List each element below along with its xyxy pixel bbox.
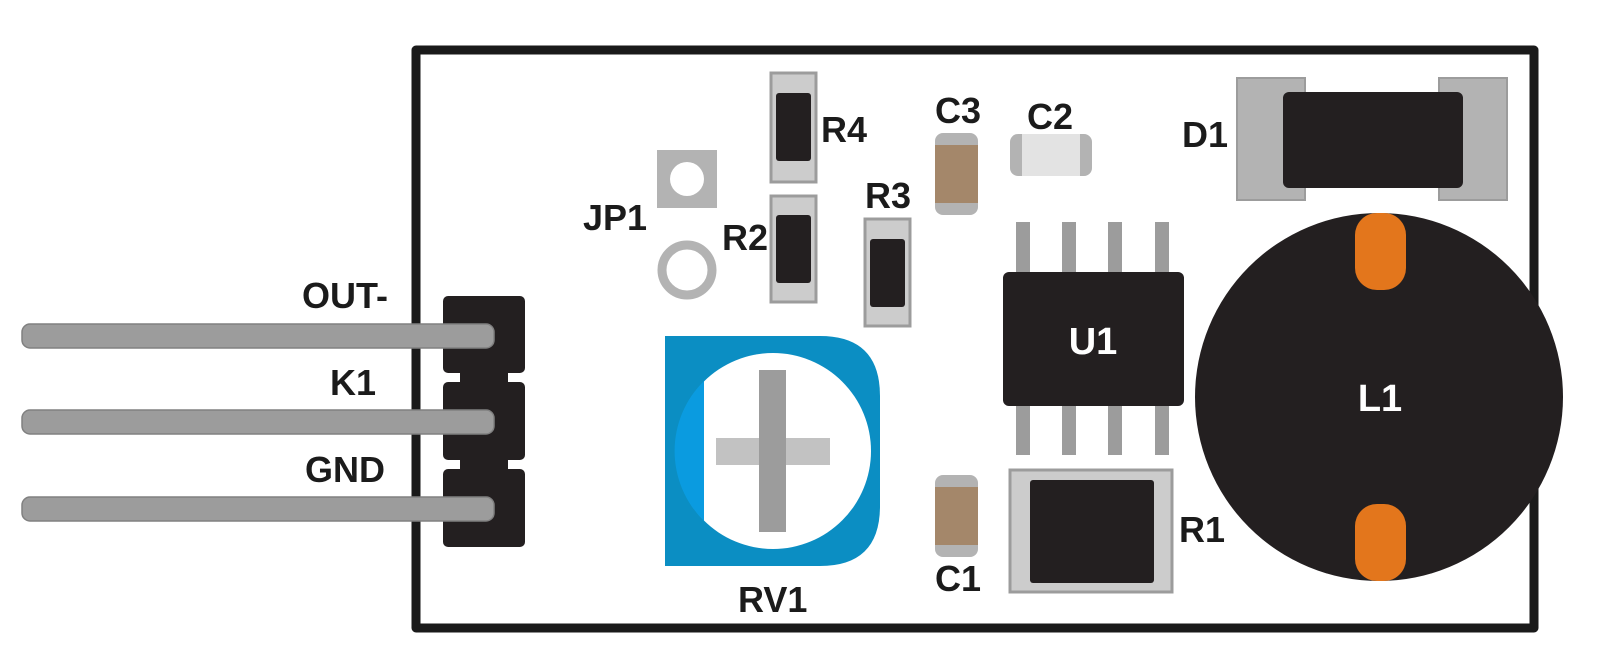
capacitor-c1: C1	[935, 475, 981, 599]
diode-d1: D1	[1182, 77, 1508, 201]
capacitor-c2: C2	[1010, 96, 1092, 176]
label-u1: U1	[1069, 321, 1118, 363]
d1-body	[1283, 92, 1463, 188]
c3-dielectric	[935, 145, 978, 203]
u1-body	[1003, 272, 1184, 406]
l1-terminal-bottom	[1355, 504, 1406, 581]
inductor-l1: L1	[1195, 213, 1563, 581]
label-c1: C1	[935, 558, 981, 599]
u1-pin	[1108, 222, 1122, 278]
r3-body	[870, 239, 905, 307]
label-jp1: JP1	[583, 197, 647, 238]
u1-pin	[1016, 222, 1030, 278]
label-c2: C2	[1027, 96, 1073, 137]
resistor-r4: R4	[769, 71, 867, 184]
label-r3: R3	[865, 175, 911, 216]
u1-pin	[1062, 222, 1076, 278]
r2-body	[776, 215, 811, 283]
pin-out	[21, 323, 495, 349]
rv1-slot-vertical	[759, 370, 786, 532]
jp1-round-pad	[657, 240, 717, 300]
c2-dielectric	[1022, 134, 1080, 176]
resistor-r1: R1	[1008, 468, 1225, 594]
capacitor-c3: C3	[935, 90, 981, 215]
ic-u1: U1	[1003, 222, 1184, 455]
label-r4: R4	[821, 109, 867, 150]
label-rv1: RV1	[738, 579, 807, 620]
r1-body	[1030, 480, 1154, 583]
u1-pin	[1016, 400, 1030, 455]
label-r1: R1	[1179, 509, 1225, 550]
jp1-square-hole	[670, 162, 704, 196]
label-out: OUT-	[302, 275, 388, 316]
r4-body	[776, 93, 811, 161]
trimmer-rv1: RV1	[665, 336, 880, 620]
label-r2: R2	[722, 217, 768, 258]
u1-pin	[1155, 400, 1169, 455]
label-l1: L1	[1358, 378, 1402, 420]
label-k1: K1	[330, 362, 376, 403]
resistor-r3: R3	[863, 175, 912, 328]
pin-header: OUT- K1 GND	[21, 275, 525, 547]
pin-k1	[21, 409, 495, 435]
label-c3: C3	[935, 90, 981, 131]
rv1-dial-highlight	[674, 381, 704, 521]
label-gnd: GND	[305, 449, 385, 490]
header-spacer	[460, 370, 508, 384]
l1-body	[1195, 213, 1563, 581]
header-spacer	[460, 457, 508, 471]
pin-gnd	[21, 496, 495, 522]
u1-pin	[1155, 222, 1169, 278]
u1-pin	[1062, 400, 1076, 455]
label-d1: D1	[1182, 114, 1228, 155]
resistor-r2: R2	[722, 194, 818, 304]
jumper-jp1: JP1	[583, 150, 717, 300]
u1-pin	[1108, 400, 1122, 455]
l1-terminal-top	[1355, 213, 1406, 290]
c1-dielectric	[935, 487, 978, 545]
